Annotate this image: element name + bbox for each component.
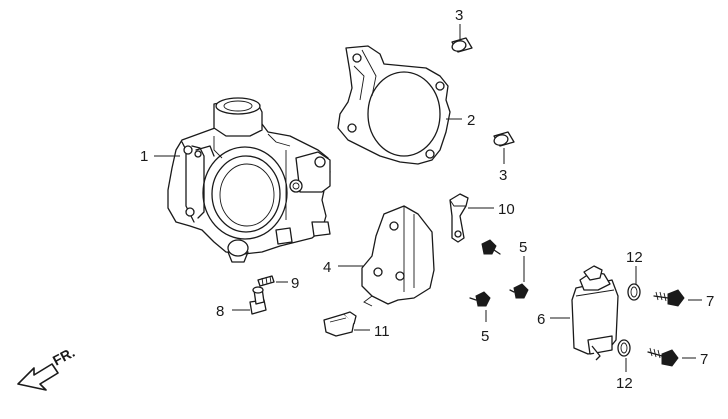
callout-12b: 12 — [616, 375, 633, 392]
callout-2: 2 — [467, 112, 475, 129]
leader-lines — [154, 24, 702, 372]
bolt-5b-part — [509, 283, 529, 299]
bolt-5c-part — [469, 291, 491, 307]
direction-label: FR. — [50, 344, 77, 369]
bolt-7a-part — [653, 289, 685, 307]
callout-1: 1 — [140, 148, 148, 165]
callout-6: 6 — [537, 311, 545, 328]
callout-5b: 5 — [481, 328, 489, 345]
bolt-5a-part — [481, 239, 501, 255]
small-bolt-part — [249, 286, 267, 315]
callout-7a: 7 — [706, 293, 714, 310]
callout-8: 8 — [216, 303, 224, 320]
clip-part — [323, 311, 357, 337]
callout-11: 11 — [374, 323, 390, 340]
dowel-pin-top-part — [451, 37, 473, 53]
bracket-part — [361, 205, 435, 307]
callout-3a: 3 — [455, 7, 463, 24]
front-direction-indicator: FR. — [17, 344, 77, 391]
ignition-coil-part — [571, 265, 619, 361]
callout-4: 4 — [323, 259, 331, 276]
cylinder-gasket-part — [337, 45, 451, 165]
washer-12a-part — [627, 283, 641, 301]
dowel-pin-bottom-part — [493, 131, 515, 147]
callout-5a: 5 — [519, 239, 527, 256]
callout-10: 10 — [498, 201, 515, 218]
cylinder-block-part — [167, 97, 331, 263]
clamp-part — [449, 193, 469, 243]
washer-12b-part — [617, 339, 631, 357]
callout-12a: 12 — [626, 249, 643, 266]
front-arrow-icon — [17, 363, 59, 391]
callout-9: 9 — [291, 275, 299, 292]
callout-7b: 7 — [700, 351, 708, 368]
callout-3b: 3 — [499, 167, 507, 184]
bolt-7b-part — [647, 347, 679, 367]
spring-pin-part — [257, 275, 275, 287]
